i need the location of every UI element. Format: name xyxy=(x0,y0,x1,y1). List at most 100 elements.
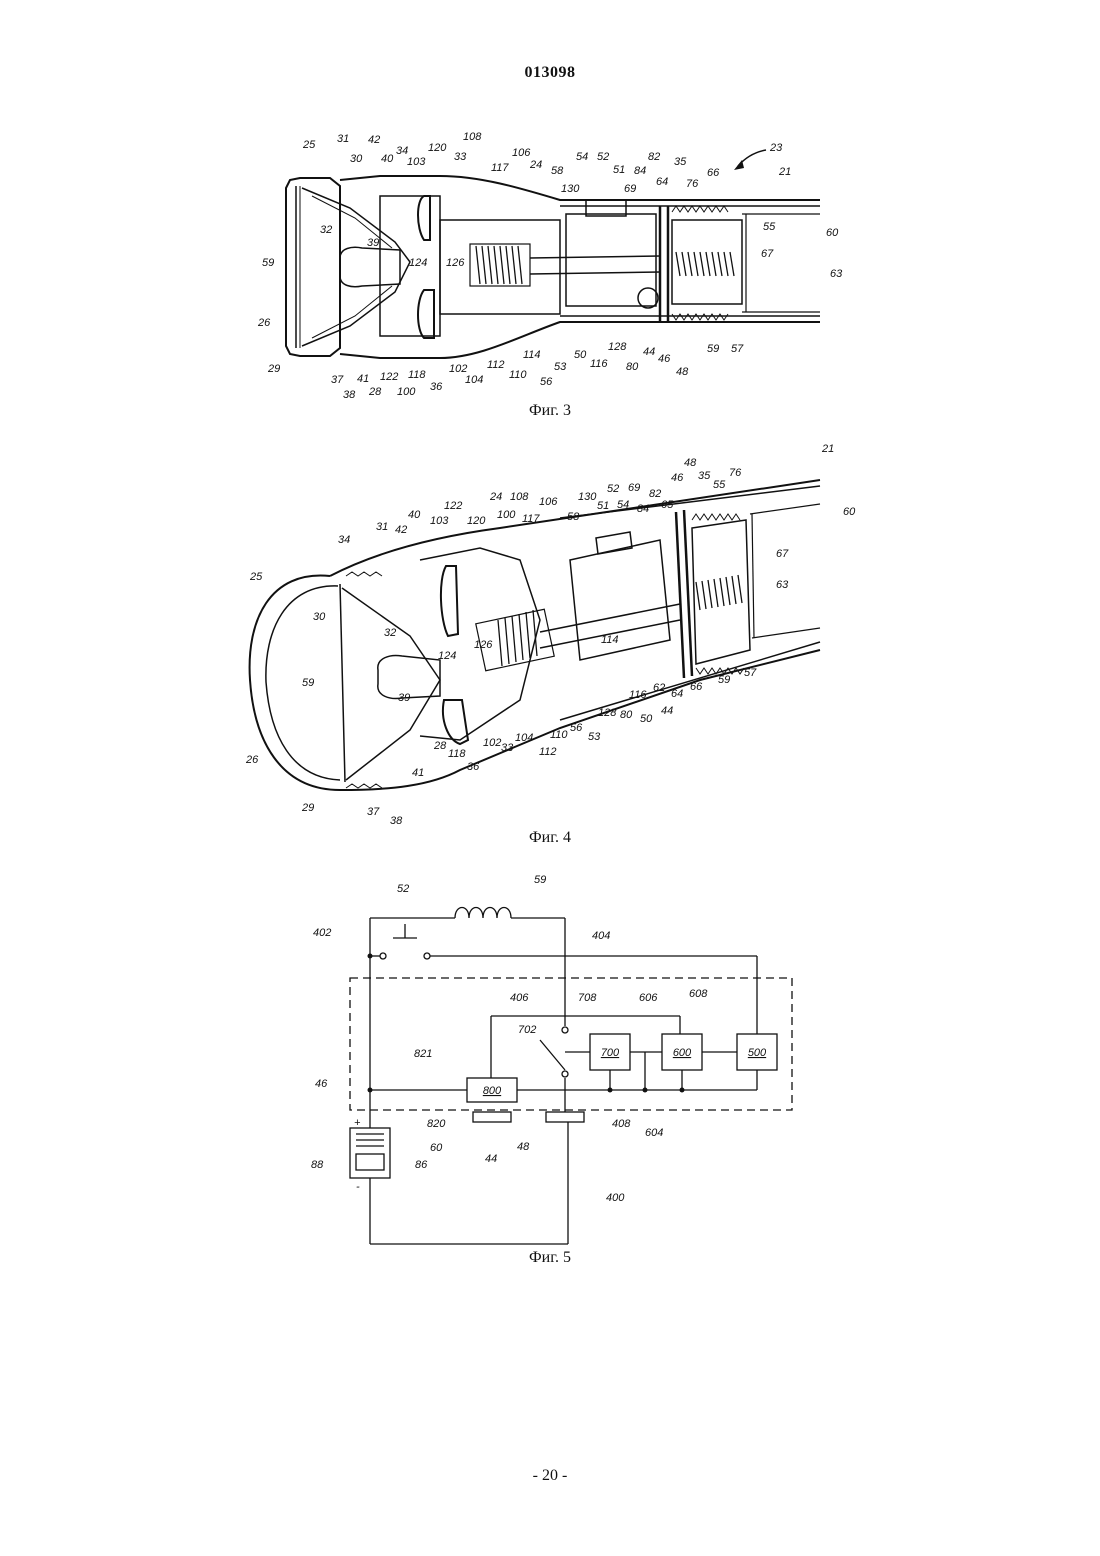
reference-numeral-56: 56 xyxy=(540,376,553,388)
reference-numeral-124: 124 xyxy=(438,650,456,662)
reference-numeral-32: 32 xyxy=(384,627,396,639)
reference-numeral-118: 118 xyxy=(448,748,466,760)
reference-numeral-84: 84 xyxy=(634,165,646,177)
reference-numeral-69: 69 xyxy=(624,183,636,195)
reference-numeral-51: 51 xyxy=(613,164,625,176)
battery-plus-sign: + xyxy=(354,1117,361,1129)
reference-numeral-55: 55 xyxy=(713,479,726,491)
reference-numeral-402: 402 xyxy=(313,927,331,939)
reference-numeral-400: 400 xyxy=(606,1192,625,1204)
reference-numeral-44: 44 xyxy=(661,705,673,717)
reference-numeral-60: 60 xyxy=(843,506,856,518)
fig3-reference-labels: 2531423040341201081033310611724581305452… xyxy=(257,131,843,401)
reference-numeral-30: 30 xyxy=(313,611,326,623)
figure-4-caption: Фиг. 4 xyxy=(0,829,1100,847)
reference-numeral-124: 124 xyxy=(409,257,427,269)
fig3-body-outline xyxy=(286,150,820,358)
reference-numeral-51: 51 xyxy=(597,500,609,512)
circuit-block-label-500: 500 xyxy=(748,1047,767,1059)
reference-numeral-59: 59 xyxy=(718,674,730,686)
reference-numeral-44: 44 xyxy=(485,1153,497,1165)
reference-numeral-53: 53 xyxy=(588,731,601,743)
reference-numeral-58: 58 xyxy=(567,511,580,523)
reference-numeral-820: 820 xyxy=(427,1118,446,1130)
reference-numeral-110: 110 xyxy=(550,729,568,741)
reference-numeral-67: 67 xyxy=(776,548,789,560)
reference-numeral-120: 120 xyxy=(467,515,486,527)
reference-numeral-31: 31 xyxy=(376,521,388,533)
reference-numeral-53: 53 xyxy=(554,361,567,373)
reference-numeral-100: 100 xyxy=(397,386,416,398)
reference-numeral-26: 26 xyxy=(257,317,271,329)
reference-numeral-116: 116 xyxy=(590,358,608,370)
reference-numeral-82: 82 xyxy=(648,151,660,163)
reference-numeral-56: 56 xyxy=(570,722,583,734)
reference-numeral-702: 702 xyxy=(518,1024,536,1036)
reference-numeral-104: 104 xyxy=(465,374,483,386)
reference-numeral-120: 120 xyxy=(428,142,447,154)
reference-numeral-37: 37 xyxy=(331,374,344,386)
reference-numeral-66: 66 xyxy=(707,167,720,179)
reference-numeral-63: 63 xyxy=(830,268,843,280)
reference-numeral-80: 80 xyxy=(626,361,639,373)
fig4-body-outline xyxy=(250,480,820,790)
reference-numeral-82: 82 xyxy=(649,488,661,500)
reference-numeral-38: 38 xyxy=(343,389,356,401)
reference-numeral-130: 130 xyxy=(561,183,580,195)
reference-numeral-21: 21 xyxy=(778,166,791,178)
reference-numeral-102: 102 xyxy=(483,737,501,749)
reference-numeral-29: 29 xyxy=(301,802,314,814)
figure-3-caption: Фиг. 3 xyxy=(0,402,1100,420)
reference-numeral-23: 23 xyxy=(769,142,783,154)
reference-numeral-34: 34 xyxy=(338,534,350,546)
reference-numeral-112: 112 xyxy=(539,746,557,758)
reference-numeral-46: 46 xyxy=(658,353,671,365)
reference-numeral-28: 28 xyxy=(433,740,447,752)
reference-numeral-64: 64 xyxy=(671,688,683,700)
reference-numeral-112: 112 xyxy=(487,359,505,371)
reference-numeral-39: 39 xyxy=(398,692,410,704)
reference-numeral-36: 36 xyxy=(430,381,443,393)
reference-numeral-44: 44 xyxy=(643,346,655,358)
reference-numeral-42: 42 xyxy=(368,134,380,146)
reference-numeral-42: 42 xyxy=(395,524,407,536)
reference-numeral-76: 76 xyxy=(686,178,699,190)
reference-numeral-54: 54 xyxy=(576,151,588,163)
reference-numeral-46: 46 xyxy=(315,1078,328,1090)
reference-numeral-59: 59 xyxy=(262,257,274,269)
reference-numeral-76: 76 xyxy=(729,467,742,479)
reference-numeral-88: 88 xyxy=(311,1159,324,1171)
reference-numeral-54: 54 xyxy=(617,499,629,511)
reference-numeral-65: 65 xyxy=(661,499,674,511)
reference-numeral-30: 30 xyxy=(350,153,363,165)
reference-numeral-59: 59 xyxy=(302,677,314,689)
reference-numeral-21: 21 xyxy=(821,443,834,455)
figure-5-caption: Фиг. 5 xyxy=(0,1249,1100,1267)
reference-numeral-37: 37 xyxy=(367,806,380,818)
reference-numeral-33: 33 xyxy=(501,742,514,754)
reference-numeral-408: 408 xyxy=(612,1118,631,1130)
reference-numeral-128: 128 xyxy=(598,707,617,719)
battery-minus-sign: - xyxy=(356,1181,360,1193)
reference-numeral-50: 50 xyxy=(640,713,653,725)
reference-numeral-38: 38 xyxy=(390,815,403,827)
reference-numeral-48: 48 xyxy=(684,457,697,469)
reference-numeral-32: 32 xyxy=(320,224,332,236)
reference-numeral-55: 55 xyxy=(763,221,776,233)
reference-numeral-60: 60 xyxy=(826,227,839,239)
reference-numeral-62: 62 xyxy=(653,682,665,694)
reference-numeral-102: 102 xyxy=(449,363,467,375)
reference-numeral-116: 116 xyxy=(629,689,647,701)
reference-numeral-40: 40 xyxy=(408,509,421,521)
reference-numeral-41: 41 xyxy=(357,373,369,385)
reference-numeral-126: 126 xyxy=(474,639,493,651)
reference-numeral-46: 46 xyxy=(671,472,684,484)
reference-numeral-122: 122 xyxy=(444,500,462,512)
reference-numeral-28: 28 xyxy=(368,386,382,398)
reference-numeral-35: 35 xyxy=(674,156,687,168)
reference-numeral-48: 48 xyxy=(517,1141,530,1153)
reference-numeral-108: 108 xyxy=(463,131,482,143)
reference-numeral-24: 24 xyxy=(529,159,542,171)
reference-numeral-606: 606 xyxy=(639,992,658,1004)
reference-numeral-104: 104 xyxy=(515,732,533,744)
